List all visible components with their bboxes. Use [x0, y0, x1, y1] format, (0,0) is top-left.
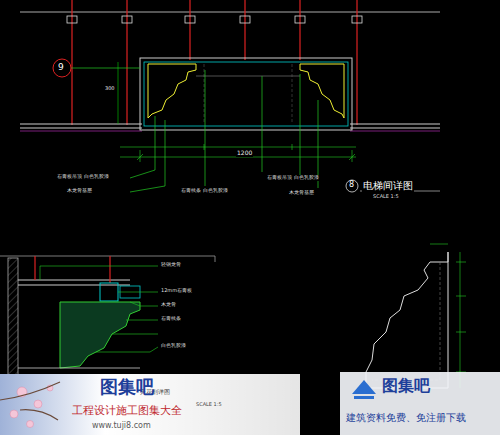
annotation-label: SCALE 1:5 — [196, 402, 222, 408]
annotation-label: 石膏板吊顶 白色乳胶漆 — [56, 174, 110, 180]
annotation-label: 木龙骨基层 — [66, 188, 93, 194]
annotation-label: 石膏板吊顶 白色乳胶漆 — [266, 175, 320, 181]
annotation-label: 石膏线条 — [160, 316, 182, 322]
watermark-text: 建筑资料免费、免注册下载 — [346, 412, 466, 424]
annotation-label: 轻钢龙骨 — [160, 262, 182, 268]
callout-number: 9 — [58, 62, 64, 72]
callout-number: 8 — [349, 180, 354, 189]
annotation-label: 石膏线条 白色乳胶漆 — [180, 188, 229, 194]
annotation-label: 木龙骨 — [160, 302, 177, 308]
annotation-label: 白色乳胶漆 — [160, 343, 187, 349]
annotation-label: 12mm石膏板 — [160, 288, 193, 294]
watermark-text: 图集吧 — [100, 377, 154, 398]
annotation-label: 木龙骨基层 — [288, 190, 315, 196]
watermark-text: 图集吧 — [382, 377, 430, 395]
watermark-text: www.tujі8.com — [92, 421, 151, 430]
annotation-label: 1200 — [236, 150, 253, 157]
annotation-label: SCALE 1:5 — [372, 194, 400, 200]
annotation-label: 300 — [104, 86, 116, 92]
annotation-label: 电梯间详图 — [362, 180, 414, 192]
watermark-text: 工程设计施工图集大全 — [72, 405, 182, 418]
